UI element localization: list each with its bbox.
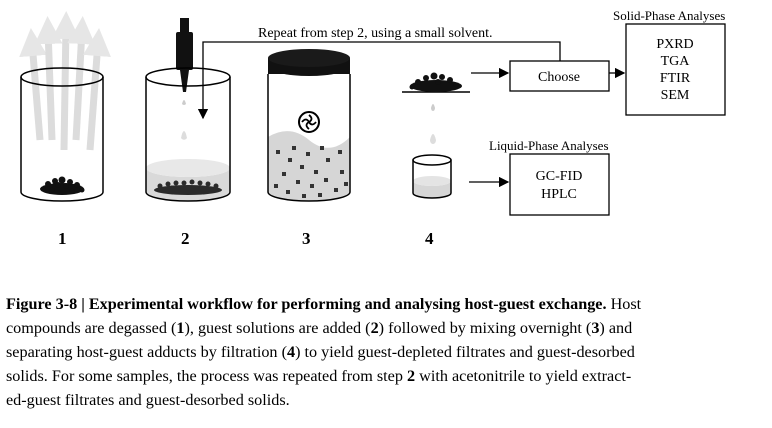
- caption-line2-d: ) and: [599, 319, 633, 337]
- step-2-solution-beaker: [145, 18, 231, 202]
- step-4-filtration: [402, 72, 470, 199]
- solid-analysis-tga: TGA: [661, 54, 691, 69]
- caption-line2-b: ), guest solutions are added (: [184, 319, 371, 337]
- step-3-mixing-jar: [267, 49, 351, 202]
- caption-line4-a: solids. For some samples, the process wa…: [6, 367, 408, 385]
- liquid-phase-box: [509, 153, 610, 216]
- pipette: [176, 18, 193, 140]
- step-1-degassing-beaker: [19, 11, 111, 202]
- choose-box: [509, 60, 610, 92]
- caption-line5: ed-guest filtrates and guest-desorbed so…: [6, 391, 290, 409]
- solid-analysis-pxrd: PXRD: [656, 37, 693, 52]
- repeat-label: Repeat from step 2, using a small solven…: [258, 26, 492, 41]
- solid-analysis-sem: SEM: [661, 88, 690, 103]
- step-2-label: 2: [181, 229, 190, 248]
- step-4-label: 4: [425, 229, 434, 248]
- caption-line2-c: ) followed by mixing overnight (: [378, 319, 592, 337]
- degassing-arrows: [19, 11, 111, 151]
- caption-line2-a: compounds are degassed (: [6, 319, 177, 337]
- repeat-loop-arrow: [197, 41, 561, 120]
- figure-caption: Figure 3-8 | Experimental workflow for p…: [6, 292, 766, 412]
- caption-line3-a: separating host-guest adducts by filtrat…: [6, 343, 287, 361]
- solid-phase-box: [625, 23, 726, 116]
- caption-step-ref-3: 3: [591, 319, 600, 337]
- caption-step-ref-2: 2: [370, 319, 379, 337]
- liquid-analysis-gc-fid: GC-FID: [536, 169, 583, 184]
- stirrer-icon: [298, 111, 320, 133]
- caption-line1-rest: Host: [606, 295, 642, 313]
- filter-cake: [402, 72, 470, 93]
- caption-title: Figure 3-8 | Experimental workflow for p…: [6, 295, 607, 313]
- caption-step-ref-2b: 2: [407, 367, 416, 385]
- choose-label: Choose: [538, 70, 580, 85]
- step-1-label: 1: [58, 229, 67, 248]
- host-solid-pile-2: [154, 179, 222, 195]
- caption-step-ref-4: 4: [286, 343, 296, 361]
- caption-line3-b: ) to yield guest-depleted filtrates and …: [295, 343, 635, 361]
- liquid-analysis-hplc: HPLC: [541, 187, 577, 202]
- step-3-label: 3: [302, 229, 311, 248]
- solid-phase-title: Solid-Phase Analyses: [613, 8, 725, 23]
- caption-step-ref-1: 1: [176, 319, 185, 337]
- workflow-diagram: 1 2: [19, 8, 726, 248]
- liquid-phase-title: Liquid-Phase Analyses: [489, 138, 609, 153]
- suspended-particles: [274, 146, 348, 198]
- solid-analysis-ftir: FTIR: [660, 71, 691, 86]
- host-solid-pile-1: [40, 176, 85, 195]
- caption-line4-b: with acetonitrile to yield extract-: [415, 367, 632, 385]
